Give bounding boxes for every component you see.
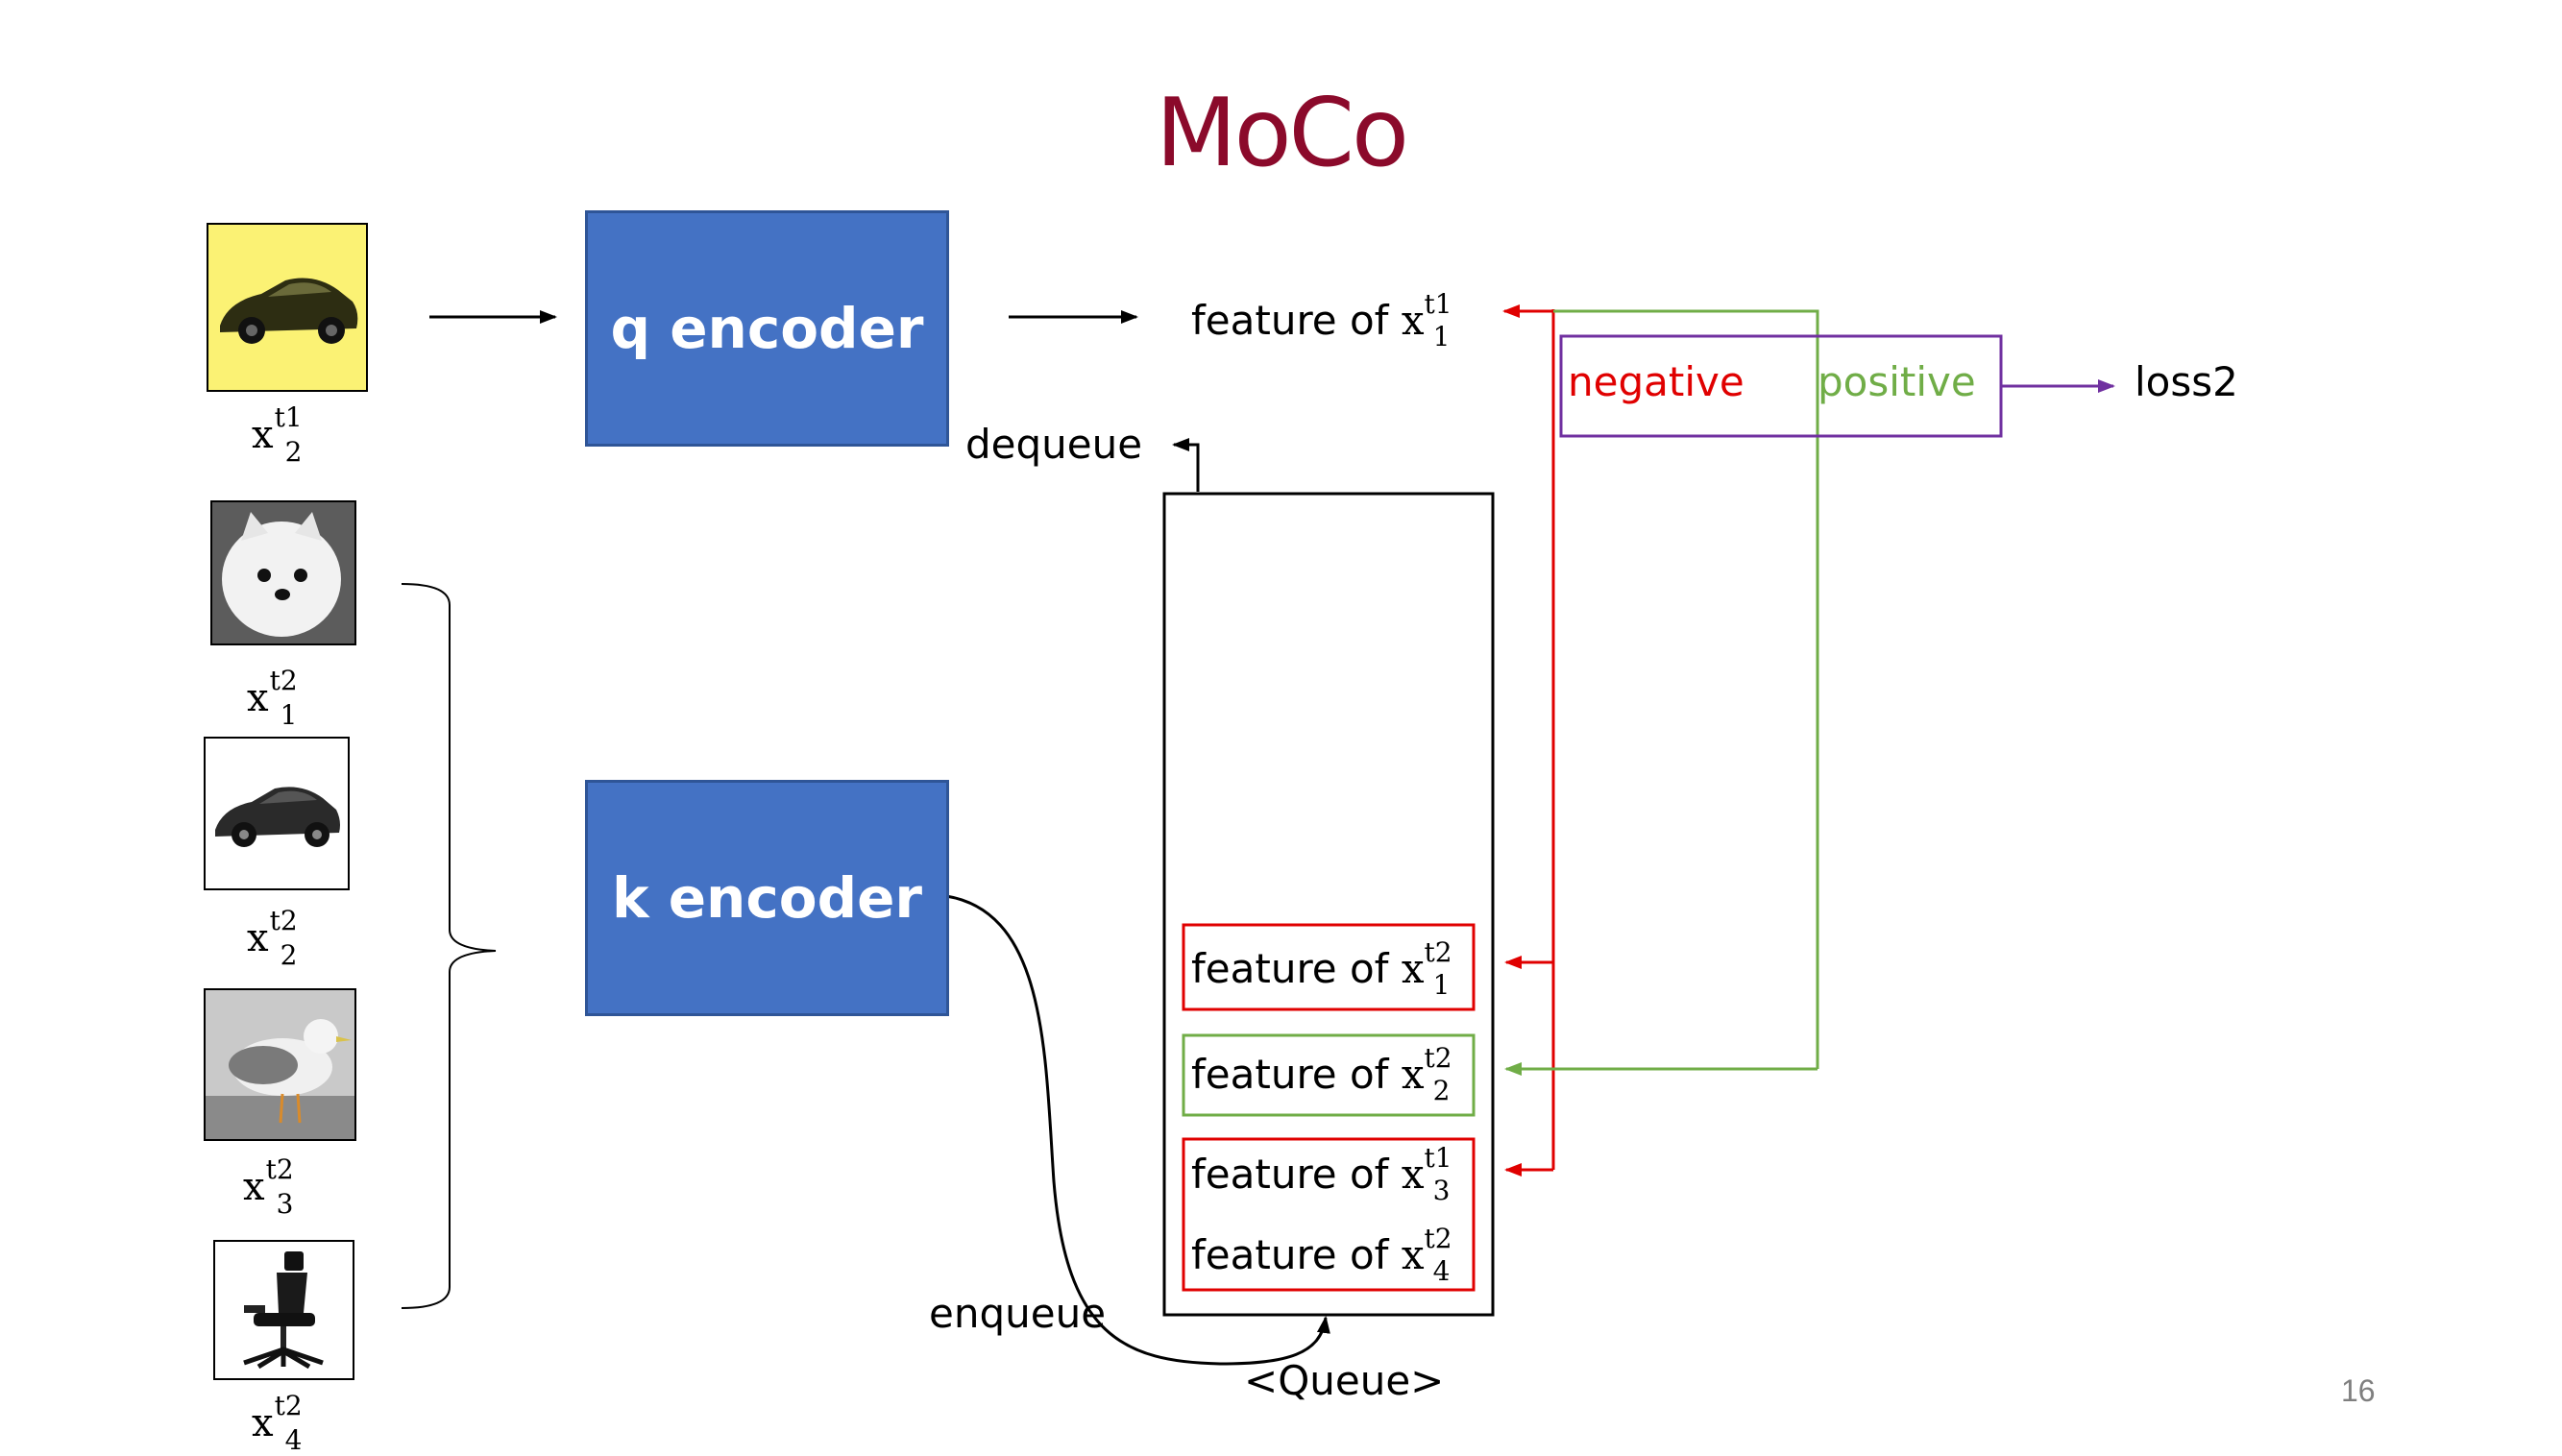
queue-feature-1: feature of xt21 — [1191, 936, 1452, 1001]
queue-box — [1162, 492, 1495, 1317]
dog-icon — [212, 502, 354, 643]
car-icon — [220, 278, 358, 344]
key-image-dog — [210, 500, 356, 645]
key-image-label-3: xt23 — [243, 1153, 294, 1220]
q-encoder-block: q encoder — [585, 210, 949, 447]
queue-feature-box-2 — [1182, 1033, 1476, 1117]
chair-icon — [243, 1251, 324, 1370]
dequeue-label: dequeue — [965, 421, 1143, 468]
car-icon — [215, 787, 340, 847]
key-image-label-1: xt21 — [247, 665, 298, 731]
queue-feature-2: feature of xt22 — [1191, 1042, 1452, 1106]
key-image-chair — [213, 1240, 354, 1380]
loss-label: loss2 — [2135, 358, 2238, 405]
key-image-label-2: xt22 — [247, 905, 298, 971]
page-number: 16 — [2341, 1373, 2376, 1408]
negative-label: negative — [1568, 358, 1745, 405]
key-image-bird — [204, 988, 356, 1141]
slide-title: MoCo — [1156, 79, 1409, 188]
brace — [401, 583, 497, 1309]
queue-feature-box-1 — [1182, 923, 1476, 1011]
key-image-car — [204, 737, 350, 890]
dequeue-arrow — [1172, 438, 1200, 492]
query-image-label: xt12 — [252, 401, 303, 468]
query-feature-label: feature of xt11 — [1191, 288, 1452, 352]
queue-feature-3: feature of xt13 — [1191, 1142, 1452, 1206]
bird-icon — [206, 990, 354, 1139]
query-image-car — [207, 223, 368, 392]
key-image-label-4: xt24 — [252, 1390, 303, 1456]
queue-feature-4: feature of xt24 — [1191, 1223, 1452, 1287]
enqueue-curve — [945, 894, 1330, 1366]
queue-feature-box-34 — [1182, 1137, 1476, 1292]
queue-label: <Queue> — [1244, 1357, 1445, 1404]
enqueue-label: enqueue — [929, 1290, 1107, 1337]
positive-label: positive — [1818, 358, 1976, 405]
k-encoder-block: k encoder — [585, 780, 949, 1016]
